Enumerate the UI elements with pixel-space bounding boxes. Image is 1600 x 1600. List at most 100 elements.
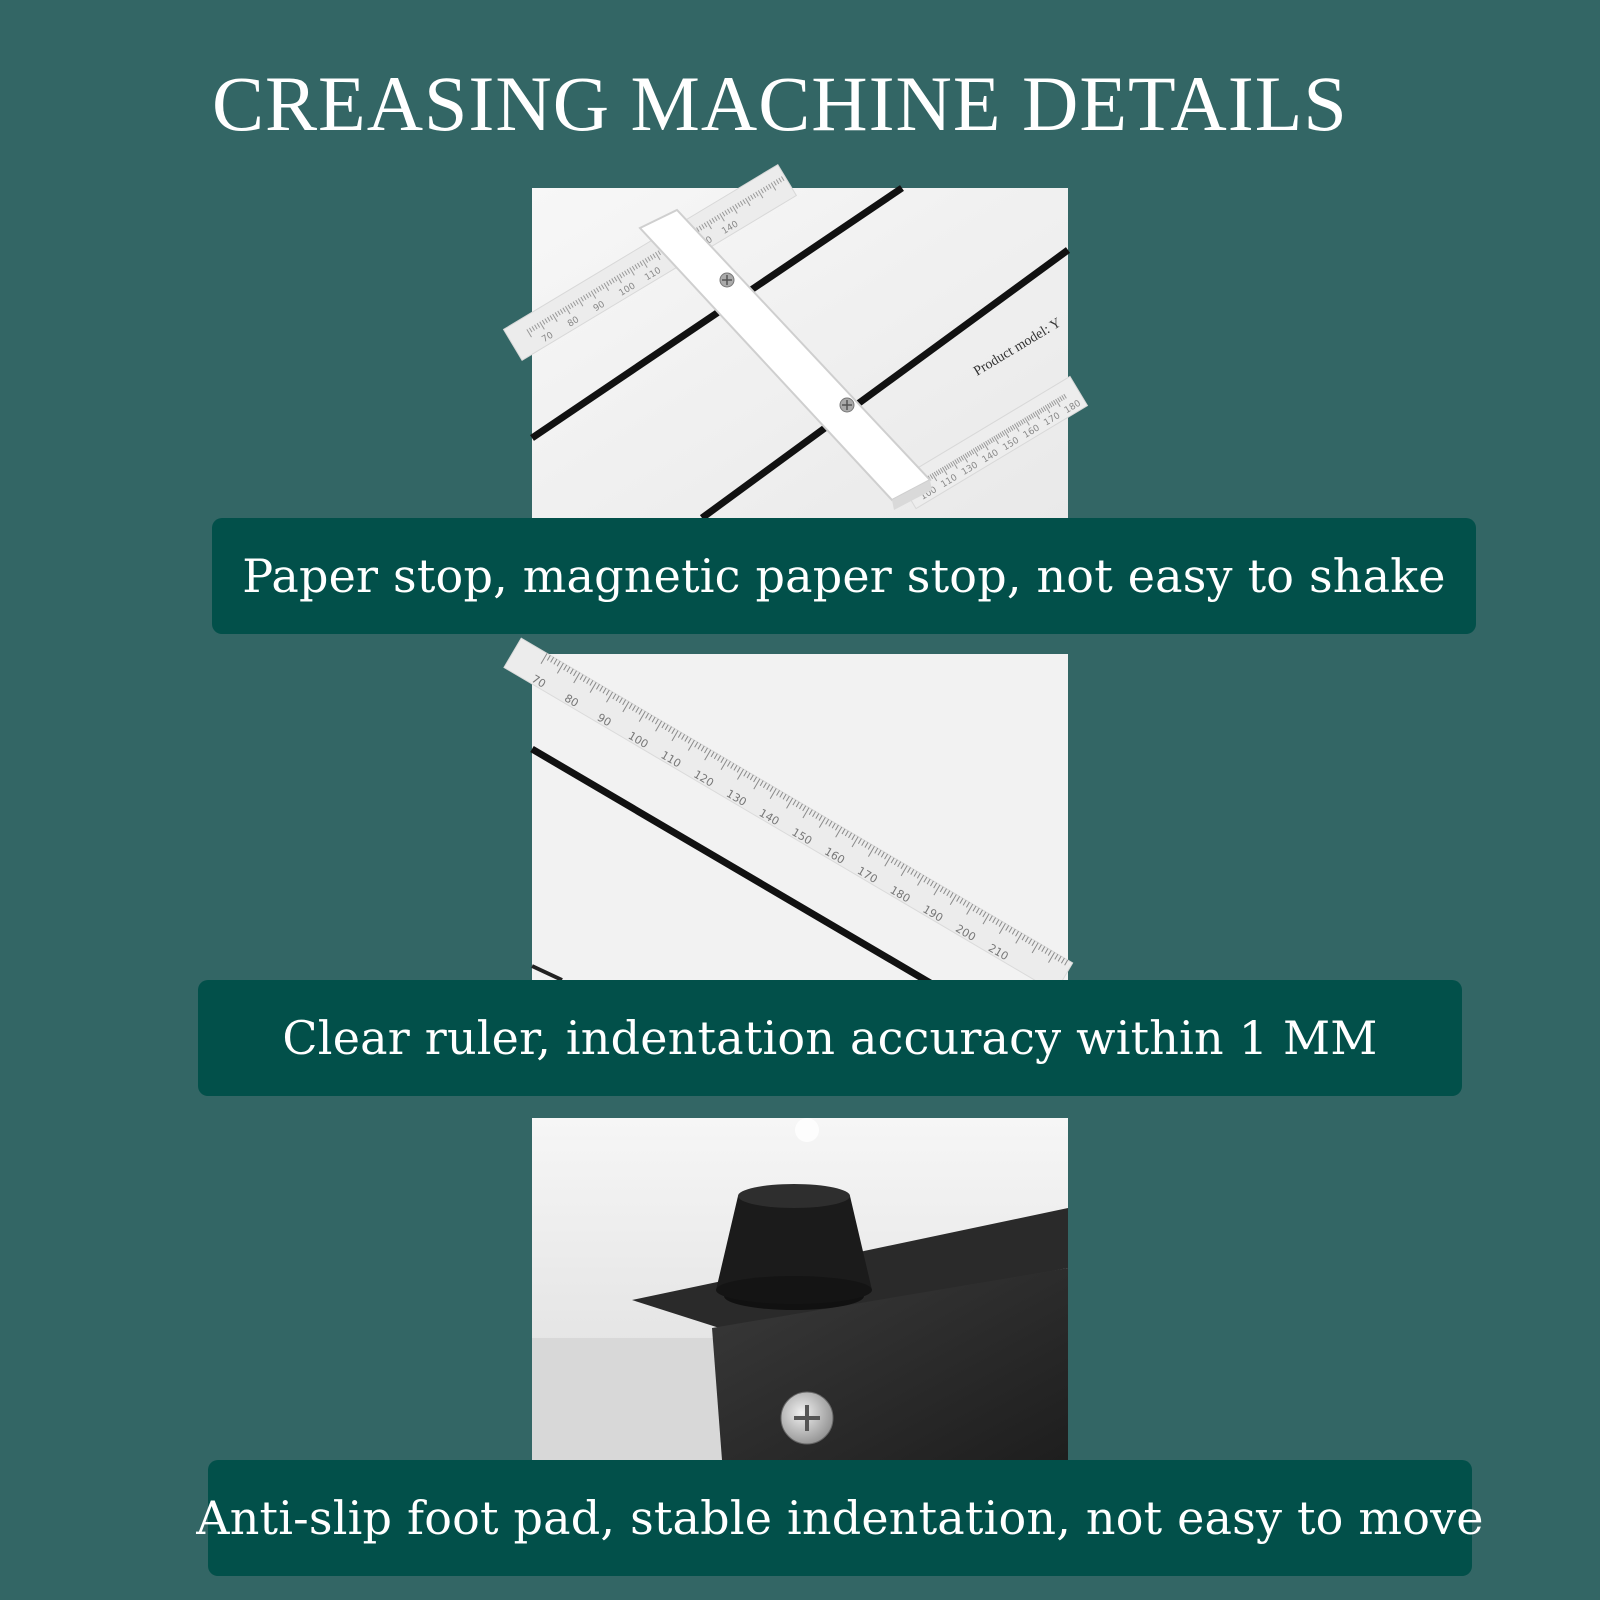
ruler-tick [1024, 417, 1030, 426]
ruler-tick [976, 445, 981, 451]
page-title: CREASING MACHINE DETAILS [212, 60, 1348, 147]
ruler-tick [589, 680, 594, 686]
ruler-tick [577, 298, 584, 307]
ruler-tick [645, 712, 650, 719]
ruler-tick [802, 805, 807, 812]
ruler-tick [742, 199, 746, 205]
ruler-tick [958, 456, 962, 462]
svg-text:70: 70 [529, 672, 548, 690]
ruler-tick [716, 214, 721, 220]
ruler-tick [851, 836, 859, 848]
ruler-tick [981, 443, 985, 449]
ruler-tick [841, 828, 846, 835]
ruler-tick [671, 730, 679, 742]
ruler-tick [929, 880, 934, 887]
ruler-tick [744, 197, 751, 207]
ruler-tick [724, 210, 728, 215]
ruler-tick [628, 703, 633, 709]
ruler-tick [671, 728, 676, 735]
ruler-tick [739, 200, 744, 206]
ruler-tick [595, 683, 600, 690]
ruler-tick [769, 786, 774, 792]
ruler-tick [937, 469, 942, 475]
ruler-tick [1055, 398, 1061, 408]
ruler-tick [618, 697, 623, 704]
ruler-tick [779, 791, 784, 798]
ruler-tick [757, 190, 764, 199]
ruler-tick [720, 759, 728, 771]
ruler-photo: 70 80 90 100 110 120 130 140 150 160 170… [503, 637, 1074, 993]
ruler-tick [818, 817, 826, 828]
ruler-tick [956, 458, 960, 463]
ruler-tick [1028, 414, 1032, 420]
ruler-tick [877, 849, 882, 856]
ruler-tick [606, 691, 613, 703]
ruler-tick [780, 176, 785, 182]
ruler-tick [997, 433, 1001, 439]
ruler-tick [621, 272, 625, 277]
ruler-tick [893, 859, 898, 866]
ruler-tick [615, 695, 620, 702]
ruler-tick [1031, 940, 1036, 947]
ruler-tick [1038, 408, 1043, 414]
ruler-tick [668, 726, 672, 733]
ruler-tick [531, 326, 535, 331]
ruler-tick [910, 869, 915, 875]
ruler-tick [962, 454, 969, 463]
ruler-tick [632, 705, 636, 711]
ruler-tick [654, 251, 661, 261]
ruler-tick [998, 921, 1003, 927]
ruler-tick [698, 225, 703, 231]
ruler-tick [708, 219, 713, 225]
ruler-tick [1064, 959, 1069, 966]
ruler-tick [1048, 952, 1056, 963]
ruler-tick [1028, 938, 1033, 945]
ruler-tick [974, 447, 979, 452]
ruler-tick [585, 293, 589, 299]
ruler-tick [1042, 406, 1047, 412]
ruler-tick [1013, 423, 1020, 432]
ruler-tick [634, 264, 638, 270]
ruler-tick [681, 734, 686, 740]
ruler-tick [534, 324, 538, 330]
ruler-tick [546, 316, 551, 322]
ruler-tick [1021, 934, 1026, 941]
ruler-tick [897, 861, 902, 868]
ruler-tick [749, 774, 754, 781]
ruler-tick [737, 768, 744, 780]
ruler-tick [900, 865, 908, 877]
ruler-tick [696, 227, 700, 232]
ruler-tick [802, 807, 810, 819]
screw-icon [780, 1391, 834, 1445]
ruler-tick [907, 867, 911, 873]
caption-paper-stop: Paper stop, magnetic paper stop, not eas… [212, 518, 1476, 634]
ruler-tick [573, 670, 577, 677]
ruler-tick [552, 313, 558, 322]
ruler-tick [989, 438, 993, 444]
ruler-tick [941, 466, 948, 476]
ruler-tick [528, 327, 533, 333]
ruler-tick [603, 282, 610, 292]
ruler-tick [684, 736, 689, 742]
ruler-tick [612, 693, 617, 700]
ruler-tick [706, 221, 712, 230]
ruler-tick [753, 776, 758, 783]
ruler-tick [582, 295, 587, 300]
ruler-tick [864, 842, 869, 848]
ruler-tick [657, 250, 661, 256]
ruler-tick [717, 755, 722, 762]
ruler-tick [638, 709, 643, 715]
ruler-tick [1015, 932, 1023, 944]
ruler-tick [649, 255, 654, 260]
ruler-tick [1063, 393, 1067, 399]
ruler-tick [595, 287, 600, 293]
ruler-tick [785, 795, 790, 802]
ruler-tick [874, 847, 879, 854]
ruler-tick [943, 888, 947, 895]
ruler-tick [747, 196, 752, 202]
ruler-tick [1009, 426, 1014, 431]
ruler-tick [760, 188, 764, 194]
ruler-tick [622, 701, 630, 713]
ruler-tick [526, 329, 532, 338]
ruler-tick [828, 820, 833, 827]
